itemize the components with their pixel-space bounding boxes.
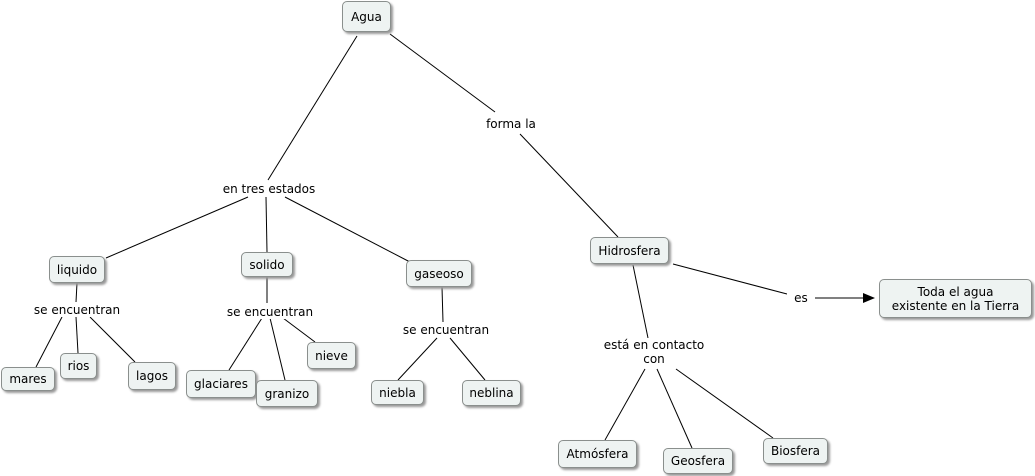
concept-liquido[interactable]: liquido bbox=[49, 256, 105, 283]
link-esta-en-contacto: está en contacto con bbox=[597, 338, 711, 366]
line-liquido-mares bbox=[35, 316, 63, 368]
concept-granizo[interactable]: granizo bbox=[256, 380, 318, 407]
concept-mares[interactable]: mares bbox=[1, 367, 55, 391]
line-estados-liquido bbox=[105, 196, 249, 259]
link-es: es bbox=[787, 291, 815, 305]
concept-geosfera[interactable]: Geosfera bbox=[663, 448, 733, 474]
concept-nieve[interactable]: nieve bbox=[307, 342, 356, 369]
line-contacto-geosfera bbox=[656, 368, 693, 449]
concept-gaseoso[interactable]: gaseoso bbox=[406, 260, 472, 287]
concept-niebla[interactable]: niebla bbox=[371, 380, 424, 405]
line-estados-gaseoso bbox=[284, 196, 411, 263]
concept-rios[interactable]: rios bbox=[60, 353, 97, 379]
line-liquido-lagos bbox=[89, 316, 136, 363]
line-gaseoso-neblina bbox=[449, 337, 486, 381]
line-forma-la-hidrosfera bbox=[519, 133, 619, 238]
line-hidrosfera-contacto bbox=[632, 264, 649, 339]
link-se-encuentran-liquido: se encuentran bbox=[28, 303, 126, 317]
line-agua-forma-la bbox=[389, 33, 496, 113]
line-gaseoso-se-encuentran bbox=[441, 286, 444, 323]
line-gaseoso-niebla bbox=[397, 337, 438, 381]
line-estados-solido bbox=[265, 196, 268, 253]
link-se-encuentran-solido: se encuentran bbox=[221, 305, 319, 319]
concept-biosfera[interactable]: Biosfera bbox=[763, 438, 828, 464]
line-liquido-se-encuentran bbox=[75, 282, 78, 303]
line-liquido-rios bbox=[75, 316, 79, 354]
line-agua-en-tres-estados bbox=[267, 35, 358, 181]
line-solido-granizo bbox=[269, 317, 286, 381]
line-contacto-atmosfera bbox=[604, 368, 646, 441]
line-contacto-biosfera bbox=[675, 368, 774, 439]
link-se-encuentran-gaseoso: se encuentran bbox=[397, 323, 495, 337]
line-hidrosfera-es bbox=[672, 263, 788, 295]
concept-agua[interactable]: Agua bbox=[342, 1, 391, 32]
concept-lagos[interactable]: lagos bbox=[128, 362, 176, 390]
line-solido-glaciares bbox=[228, 317, 263, 371]
concept-solido[interactable]: solido bbox=[241, 252, 293, 277]
concept-neblina[interactable]: neblina bbox=[462, 380, 521, 406]
link-forma-la: forma la bbox=[479, 117, 543, 131]
concept-toda-el-agua[interactable]: Toda el agua existente en la Tierra bbox=[879, 279, 1032, 318]
line-solido-nieve bbox=[282, 317, 316, 343]
concept-glaciares[interactable]: glaciares bbox=[186, 370, 256, 398]
link-en-tres-estados: en tres estados bbox=[217, 182, 321, 196]
concept-hidrosfera[interactable]: Hidrosfera bbox=[590, 237, 669, 264]
concept-atmosfera[interactable]: Atmósfera bbox=[558, 440, 637, 468]
